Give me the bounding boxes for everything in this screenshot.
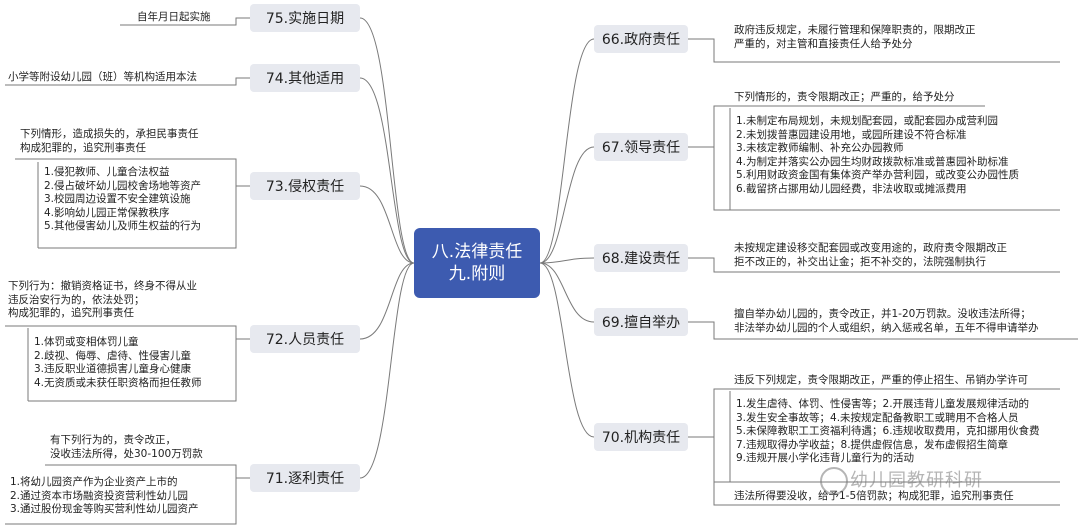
text-line: 非法举办幼儿园的个人或组织，纳入惩戒名单，五年不得申请举办: [734, 321, 1039, 334]
list-item: 3.未核定教师编制、补充公办园教师: [736, 142, 904, 155]
watermark-text: 幼儿园教研科研: [850, 470, 983, 491]
node-68-construction-liability[interactable]: 68.建设责任: [594, 244, 688, 272]
node-70-outro: 违法所得要没收，给予1-5倍罚款；构成犯罪，追究刑事责任: [734, 490, 1014, 502]
list-item: 6.截留挤占挪用幼儿园经费，非法收取或摊派费用: [736, 182, 967, 195]
list-item: 2.通过资本市场融资投资营利性幼儿园: [10, 489, 189, 502]
node-73-tort-liability[interactable]: 73.侵权责任: [250, 172, 360, 200]
intro-line: 下列情形，造成损失的，承担民事责任: [20, 128, 199, 140]
center-title-line1: 八.法律责任: [431, 242, 523, 262]
text-line: 未按规定建设移交配套园或改变用途的，政府责令限期改正: [734, 242, 1007, 254]
node-67-items: 1.未制定布局规划，未规划配套园，或配套园办成营利园 2.未划拨普惠园建设用地，…: [736, 115, 1019, 197]
node-75-effective-date[interactable]: 75.实施日期: [250, 4, 360, 32]
intro-line: 构成犯罪的，追究刑事责任: [20, 141, 146, 154]
list-item: 3.通过股份现金等购买营利性幼儿园资产: [10, 503, 199, 516]
list-item: 3.校园周边设置不安全建筑设施: [44, 193, 191, 206]
list-item: 1.侵犯教师、儿童合法权益: [44, 166, 170, 178]
node-67-leadership-liability[interactable]: 67.领导责任: [594, 133, 688, 161]
node-69-unauthorized-operation[interactable]: 69.擅自举办: [594, 308, 688, 336]
text-line: 政府违反规定，未履行管理和保障职责的，限期改正: [734, 24, 976, 36]
list-item: 4.影响幼儿园正常保教秩序: [44, 206, 170, 219]
node-label: 71.逐利责任: [265, 471, 345, 487]
node-66-government-liability[interactable]: 66.政府责任: [594, 25, 688, 53]
wechat-icon: [820, 467, 848, 495]
node-70-intro: 违反下列规定，责令限期改正，严重的停止招生、吊销办学许可: [734, 374, 1028, 386]
node-label: 74.其他适用: [265, 71, 345, 87]
intro-line: 下列行为：撤销资格证书，终身不得从业: [8, 280, 197, 292]
node-label: 66.政府责任: [601, 32, 681, 48]
node-label: 68.建设责任: [601, 251, 681, 267]
node-71-items: 1.将幼儿园资产作为企业资产上市的 2.通过资本市场融资投资营利性幼儿园 3.通…: [10, 476, 199, 517]
list-item: 2.侵占破坏幼儿园校舍场地等资产: [44, 179, 202, 192]
node-72-items: 1.体罚或变相体罚儿童 2.歧视、侮辱、虐待、性侵害儿童 3.违反职业道德损害儿…: [34, 336, 202, 390]
node-75-text: 自年月日起实施: [137, 11, 211, 23]
node-74-text: 小学等附设幼儿园（班）等机构适用本法: [8, 71, 197, 83]
text-line: 严重的，对主管和直接责任人给予处分: [734, 37, 913, 50]
list-item: 5.未保障教职工工资福利待遇；6.违规收取费用，克扣挪用伙食费: [736, 425, 1040, 438]
node-71-profit-liability[interactable]: 71.逐利责任: [250, 464, 360, 492]
node-73-intro: 下列情形，造成损失的，承担民事责任 构成犯罪的，追究刑事责任: [20, 128, 199, 155]
list-item: 4.为制定并落实公办园生均财政拨款标准或普惠园补助标准: [736, 155, 1009, 168]
node-label: 73.侵权责任: [265, 179, 345, 195]
node-74-other-application[interactable]: 74.其他适用: [250, 64, 360, 92]
text-line: 擅自举办幼儿园的，责令改正，并1-20万罚款。没收违法所得；: [734, 308, 1031, 320]
node-71-intro: 有下列行为的，责令改正， 没收违法所得，处30-100万罚款: [50, 434, 203, 461]
node-68-text: 未按规定建设移交配套园或改变用途的，政府责令限期改正 拒不改正的，补交出让金；拒…: [734, 242, 1007, 269]
node-label: 75.实施日期: [265, 11, 345, 27]
intro-line: 违反治安行为的，依法处罚；: [8, 293, 145, 306]
intro-line: 构成犯罪的，追究刑事责任: [8, 307, 134, 320]
list-item: 3.发生安全事故等；4.未按规定配备教职工或聘用不合格人员: [736, 411, 1019, 424]
node-label: 72.人员责任: [265, 332, 345, 348]
center-topic[interactable]: 八.法律责任 九.附则: [414, 228, 540, 298]
node-70-institution-liability[interactable]: 70.机构责任: [594, 423, 688, 451]
node-70-items: 1.发生虐待、体罚、性侵害等；2.开展违背儿童发展规律活动的 3.发生安全事故等…: [736, 398, 1040, 466]
node-label: 69.擅自举办: [601, 315, 681, 331]
intro-line: 没收违法所得，处30-100万罚款: [50, 447, 203, 460]
list-item: 2.歧视、侮辱、虐待、性侵害儿童: [34, 349, 192, 362]
text-line: 拒不改正的，补交出让金；拒不补交的，法院强制执行: [734, 255, 986, 268]
list-item: 9.违规开展小学化违背儿童行为的活动: [736, 452, 915, 465]
list-item: 1.体罚或变相体罚儿童: [34, 336, 139, 348]
node-66-text: 政府违反规定，未履行管理和保障职责的，限期改正 严重的，对主管和直接责任人给予处…: [734, 24, 976, 51]
node-72-personnel-liability[interactable]: 72.人员责任: [250, 325, 360, 353]
list-item: 2.未划拨普惠园建设用地，或园所建设不符合标准: [736, 128, 967, 141]
list-item: 1.未制定布局规划，未规划配套园，或配套园办成营利园: [736, 115, 999, 127]
list-item: 3.违反职业道德损害儿童身心健康: [34, 363, 192, 376]
list-item: 5.其他侵害幼儿及师生权益的行为: [44, 220, 202, 233]
node-73-items: 1.侵犯教师、儿童合法权益 2.侵占破坏幼儿园校舍场地等资产 3.校园周边设置不…: [44, 166, 201, 234]
node-67-intro: 下列情形的，责令限期改正；严重的，给予处分: [734, 91, 955, 103]
center-title-line2: 九.附则: [448, 264, 506, 284]
node-72-intro: 下列行为：撤销资格证书，终身不得从业 违反治安行为的，依法处罚； 构成犯罪的，追…: [8, 280, 197, 321]
list-item: 7.违规取得办学收益；8.提供虚假信息，发布虚假招生简章: [736, 438, 1009, 451]
intro-line: 有下列行为的，责令改正，: [50, 434, 176, 446]
node-label: 70.机构责任: [601, 430, 681, 446]
list-item: 1.将幼儿园资产作为企业资产上市的: [10, 476, 178, 488]
list-item: 5.利用财政资金国有集体资产举办营利园，或改变公办园性质: [736, 169, 1020, 182]
list-item: 4.无资质或未获任职资格而担任教师: [34, 376, 202, 389]
node-69-text: 擅自举办幼儿园的，责令改正，并1-20万罚款。没收违法所得； 非法举办幼儿园的个…: [734, 308, 1039, 335]
node-label: 67.领导责任: [601, 140, 681, 156]
list-item: 1.发生虐待、体罚、性侵害等；2.开展违背儿童发展规律活动的: [736, 398, 1030, 410]
